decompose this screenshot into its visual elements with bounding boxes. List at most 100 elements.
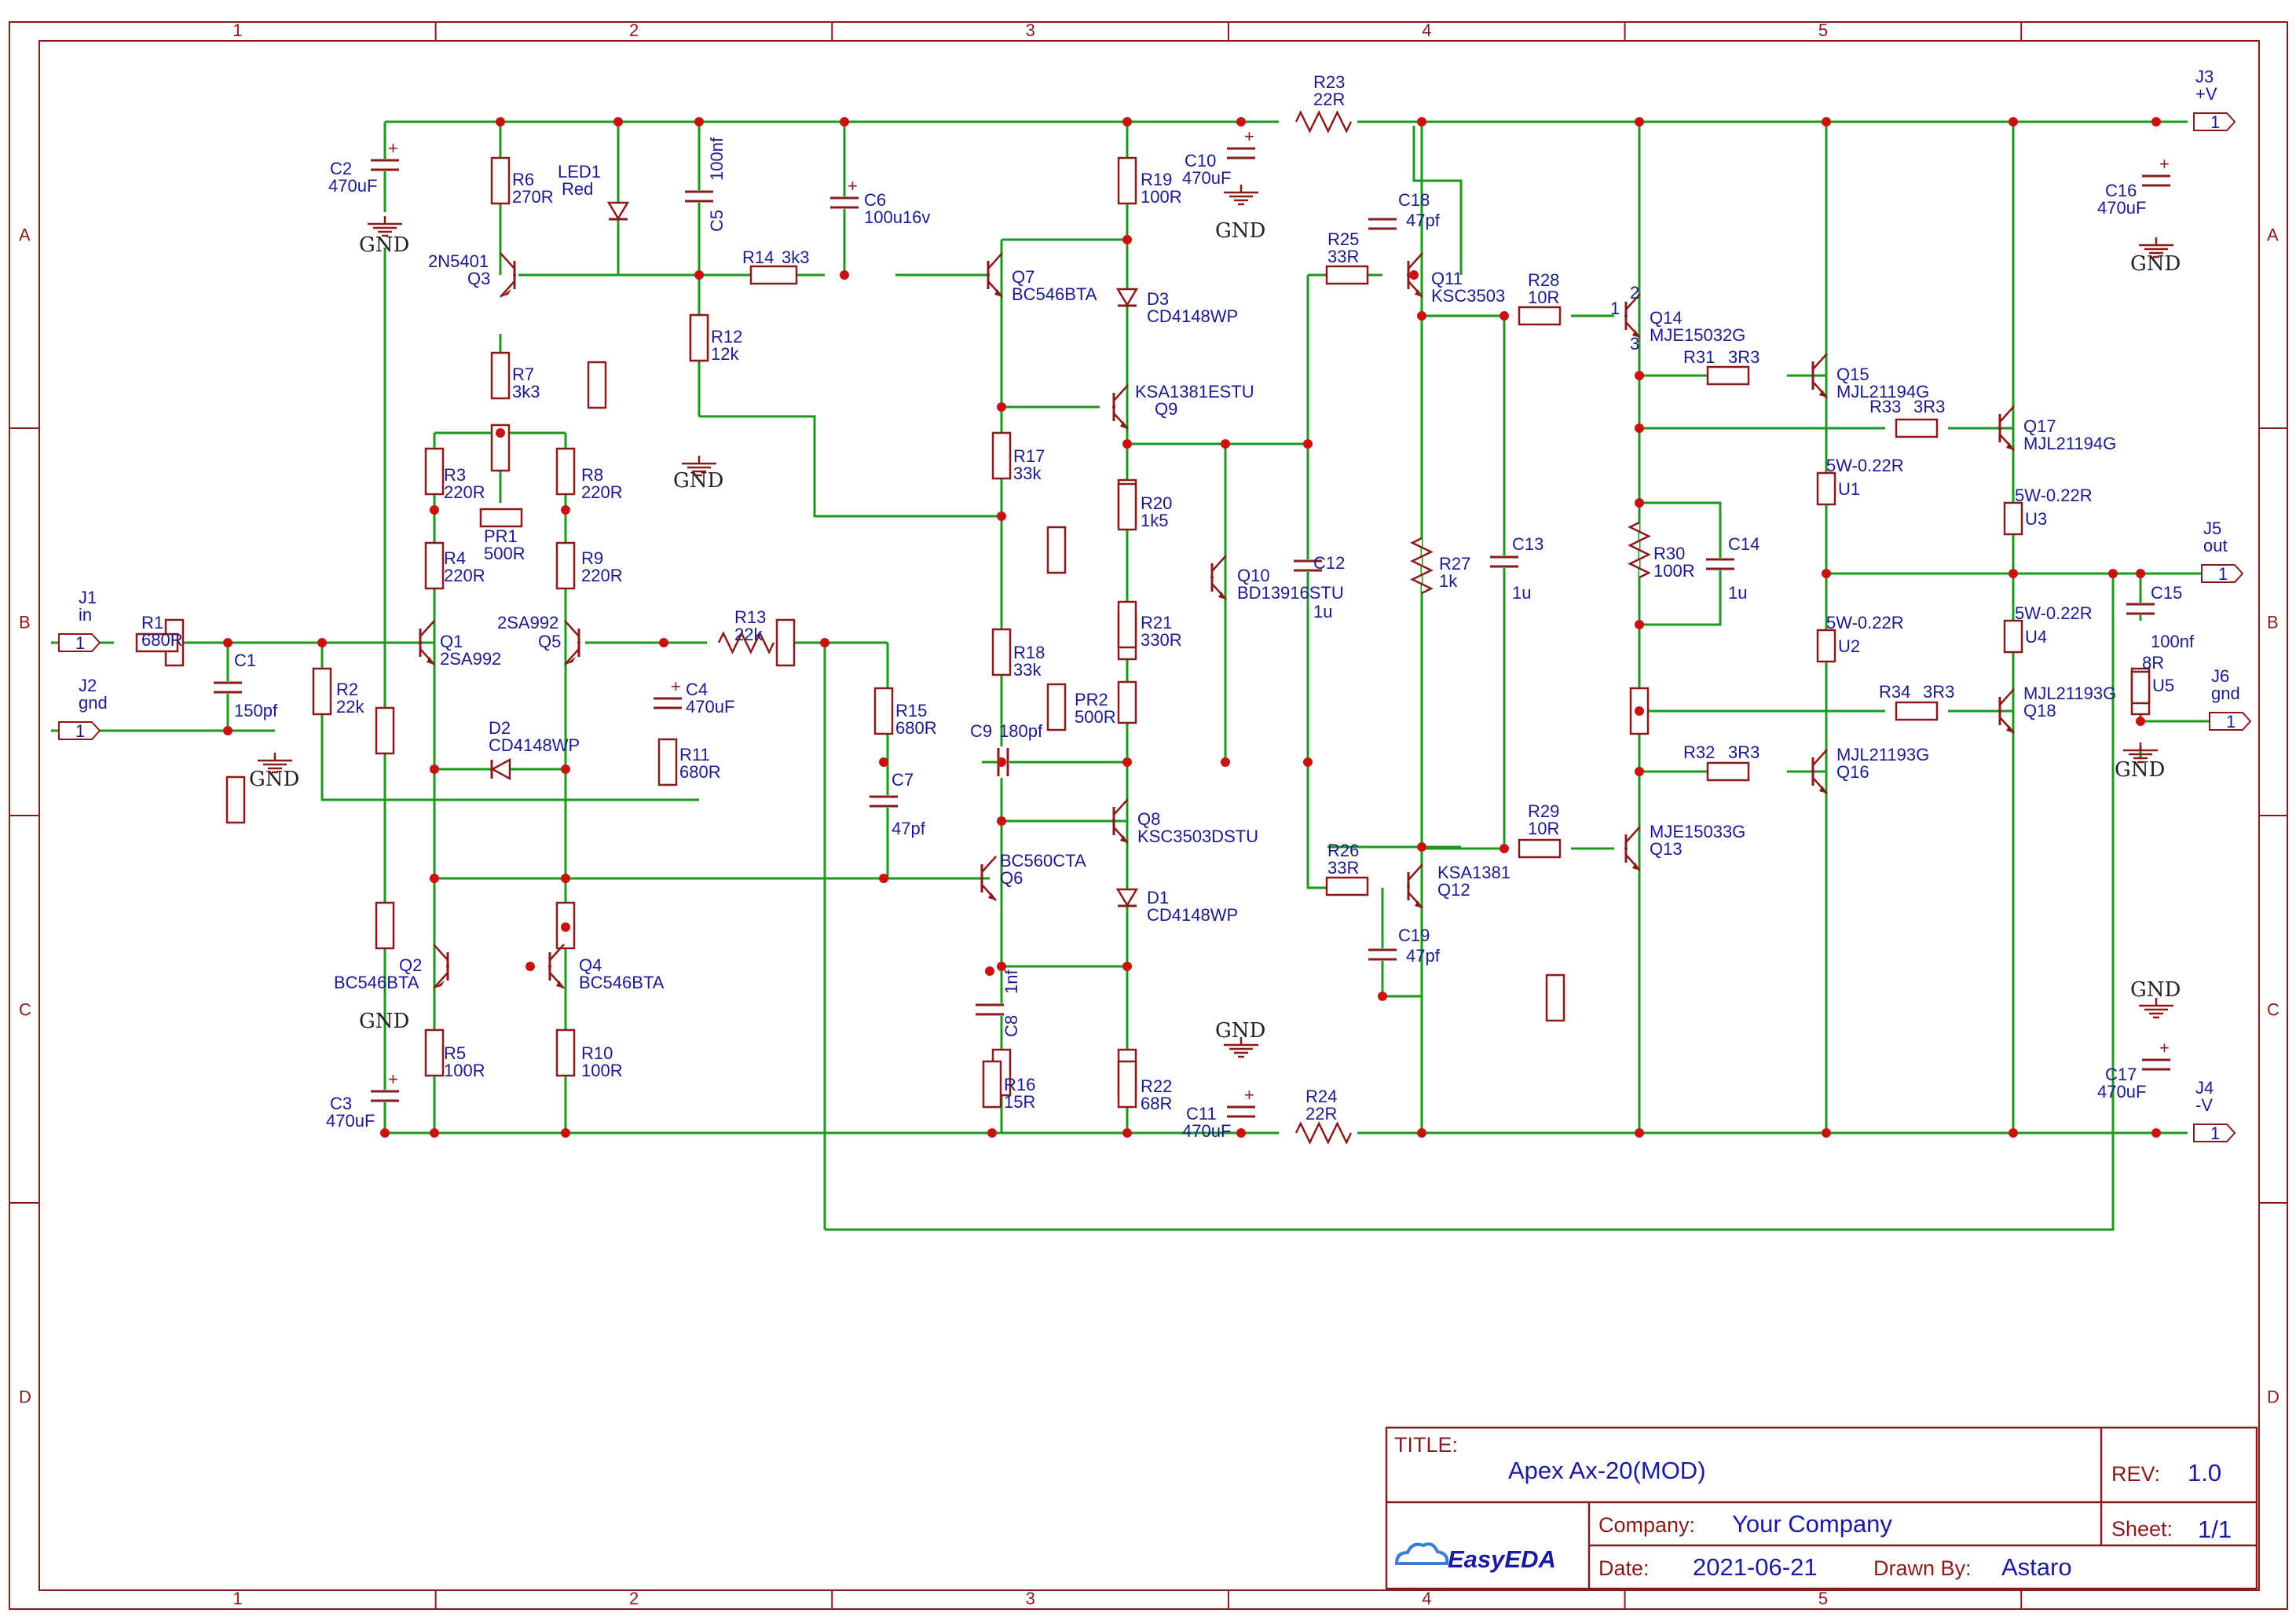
- u5-symbol: [2130, 670, 2151, 705]
- r7-value: 3k3: [512, 382, 540, 401]
- q17-designator: Q17: [2023, 416, 2056, 436]
- gnd-label: GND: [1215, 1019, 1265, 1043]
- r26-designator: R26: [1327, 841, 1359, 860]
- r14-value: 3k3: [782, 247, 809, 267]
- c5-value: 100nf: [707, 137, 727, 181]
- gnd-label: GND: [1215, 219, 1265, 243]
- r2-value: 22k: [336, 697, 364, 717]
- pr2-designator: PR2: [1075, 690, 1108, 709]
- r29-designator: R29: [1528, 801, 1559, 821]
- row-marker-left: A: [19, 225, 31, 245]
- wire: [699, 415, 1002, 518]
- junction-dot: [561, 764, 570, 774]
- j2-name: gnd: [79, 693, 108, 713]
- r15-symbol: [873, 687, 894, 735]
- j3-name: +V: [2195, 84, 2217, 104]
- c12-value: 1u: [1313, 602, 1332, 621]
- cap-gap: [2140, 1058, 2172, 1071]
- q9-designator: Q9: [1155, 399, 1177, 419]
- r6-value: 270R: [512, 187, 554, 207]
- c7-value: 47pf: [892, 819, 926, 838]
- r28-designator: R28: [1528, 270, 1559, 290]
- u3-designator: U3: [2025, 509, 2047, 529]
- q7-arrow: [994, 289, 1002, 297]
- junction-dot: [1122, 1128, 1132, 1138]
- pin-number: 2: [1630, 283, 1639, 302]
- cap-gap: [2140, 174, 2172, 187]
- j6-name: gnd: [2211, 684, 2240, 703]
- r14-symbol: [749, 265, 798, 285]
- u4-designator: U4: [2025, 627, 2047, 647]
- junction-dot: [1635, 423, 1644, 433]
- gnd-label: GND: [359, 1010, 409, 1033]
- c17-designator: C17: [2105, 1065, 2137, 1084]
- q11-part: KSC3503: [1431, 286, 1505, 306]
- junction-dot: [1635, 371, 1644, 380]
- c18-designator: C18: [1398, 190, 1430, 210]
- r6-designator: R6: [512, 170, 534, 189]
- q1-arrow: [427, 657, 434, 665]
- r33-symbol: [1895, 418, 1939, 438]
- r13-value: 22k: [734, 625, 763, 644]
- led1-part: Red: [562, 179, 593, 199]
- junction-dot: [223, 726, 233, 735]
- junction-dot: [1417, 842, 1426, 852]
- r1-symbol: [135, 632, 179, 653]
- connector-symbol: [2201, 564, 2244, 583]
- pr2-value: 500R: [1075, 707, 1116, 727]
- r28-symbol: [1518, 306, 1562, 326]
- junction-dot: [561, 922, 570, 932]
- c3-value: 470uF: [326, 1111, 375, 1131]
- junction-dot: [1635, 498, 1644, 508]
- cap-gap: [369, 159, 401, 171]
- c10-designator: C10: [1185, 151, 1216, 170]
- c14-value: 1u: [1728, 583, 1747, 603]
- j6-designator: J6: [2211, 666, 2229, 686]
- j4-name: -V: [2195, 1095, 2213, 1115]
- junction-dot: [1417, 117, 1426, 126]
- date-label: Date:: [1598, 1556, 1650, 1580]
- cap-gap: [868, 795, 899, 808]
- q8-collector: [1113, 798, 1129, 816]
- title-block-frame: [1385, 1426, 2258, 1590]
- q3-collector: [500, 252, 515, 269]
- junction-dot: [1635, 706, 1644, 716]
- q6-part: BC560CTA: [1000, 851, 1086, 871]
- polarity-mark: +: [2159, 1038, 2170, 1058]
- r27-value: 1k: [1439, 571, 1458, 591]
- q13-part: MJE15033G: [1650, 822, 1745, 841]
- r30-designator: R30: [1653, 544, 1685, 563]
- q13-designator: Q13: [1650, 839, 1683, 859]
- r25-value: 33R: [1327, 247, 1359, 266]
- c12-designator: C12: [1313, 553, 1345, 573]
- r5-symbol: [424, 1028, 445, 1077]
- wire: [1306, 275, 1351, 889]
- r9-symbol: [555, 541, 576, 590]
- q15-collector: [1812, 353, 1828, 370]
- r29-symbol: [1518, 838, 1562, 859]
- q13-collector: [1625, 826, 1641, 843]
- c13-designator: C13: [1512, 534, 1543, 554]
- row-marker-right: A: [2267, 225, 2279, 245]
- j2-designator: J2: [79, 676, 97, 695]
- polarity-mark: +: [1244, 1085, 1254, 1105]
- c10-value: 470uF: [1182, 168, 1231, 188]
- q11-arrow: [1415, 289, 1423, 297]
- q16-collector: [1812, 749, 1828, 766]
- junction-dot: [2136, 569, 2145, 578]
- q10-arrow: [1218, 592, 1226, 599]
- q17-collector: [1999, 405, 2015, 423]
- q4-arrow: [556, 981, 564, 988]
- junction-dot: [694, 117, 704, 126]
- rev-value: 1.0: [2188, 1459, 2221, 1487]
- q3-emitter: [500, 280, 515, 298]
- r11-value: 680R: [679, 762, 721, 782]
- junction-dot: [840, 270, 849, 280]
- gnd-label: GND: [2115, 758, 2165, 782]
- junction-dot: [430, 764, 439, 774]
- junction-dot: [997, 816, 1006, 826]
- cap-gap: [212, 681, 244, 694]
- r19-symbol: [1117, 156, 1137, 205]
- q15-part: MJL21194G: [1836, 382, 1929, 401]
